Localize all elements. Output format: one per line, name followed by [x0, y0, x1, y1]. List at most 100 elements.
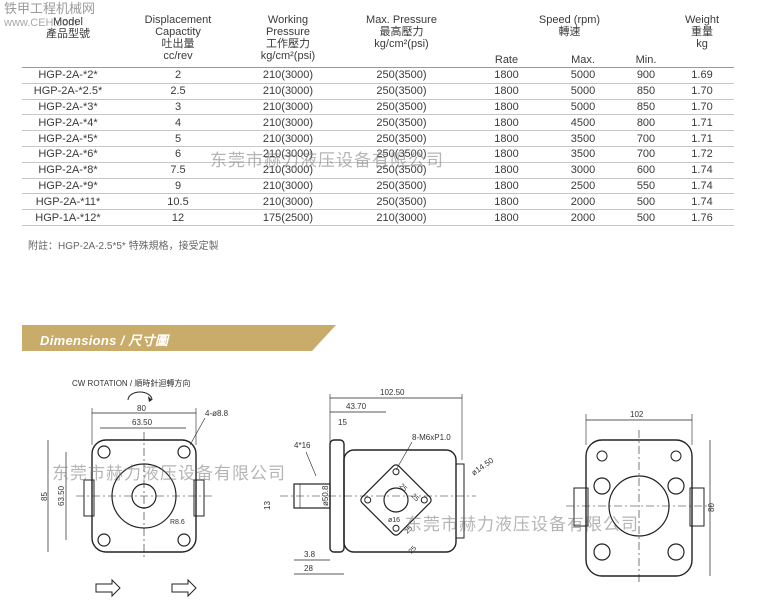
cell-wp: 210(3000) — [242, 130, 334, 147]
cell-disp: 2.5 — [114, 83, 242, 100]
spec-table: Model 產品型號 Displacement Capactity 吐出量 cc… — [22, 14, 734, 226]
header-speed-en: Speed (rpm) — [538, 14, 601, 26]
cell-weight: 1.69 — [670, 67, 734, 84]
cell-max: 5000 — [544, 83, 622, 100]
side-d16: ø16 — [388, 517, 400, 524]
rear-body — [585, 439, 693, 577]
cell-min: 500 — [622, 193, 670, 211]
cell-min: 600 — [622, 162, 670, 179]
side-25b: 25 — [410, 493, 421, 504]
cell-min: 500 — [622, 209, 670, 226]
cell-weight: 1.74 — [670, 162, 734, 179]
cell-model: HGP-2A-*8* — [22, 162, 114, 179]
footnote: 附註：HGP-2A-2.5*5* 特殊規格，接受定製 — [28, 241, 219, 252]
header-disp-en1: Displacement — [144, 14, 212, 26]
cell-max: 2500 — [544, 178, 622, 195]
cell-mp: 250(3500) — [334, 193, 469, 211]
header-weight-en: Weight — [684, 14, 720, 26]
header-displacement: Displacement Capactity 吐出量 cc/rev — [114, 14, 242, 68]
cell-model: HGP-2A-*2.5* — [22, 83, 114, 100]
header-wp-cn: 工作壓力 — [266, 38, 310, 50]
side-dim-38: 3.8 — [304, 550, 316, 559]
cell-rate: 1800 — [469, 130, 544, 147]
header-wp-en2: Pressure — [265, 26, 311, 38]
rotation-arrow — [127, 391, 153, 401]
header-mp-unit: kg/cm²(psi) — [374, 38, 429, 50]
header-wp-en1: Working — [267, 14, 309, 26]
rear-dim-80: 80 — [707, 503, 716, 512]
side-view: 102.50 43.70 15 4*16 8-M6xP1.0 ø14.50 ø1… — [263, 388, 496, 575]
cell-wp: 175(2500) — [242, 209, 334, 226]
cell-disp: 10.5 — [114, 193, 242, 211]
cell-max: 3500 — [544, 146, 622, 163]
cell-weight: 1.76 — [670, 209, 734, 226]
cell-disp: 4 — [114, 114, 242, 132]
cell-max: 3500 — [544, 130, 622, 147]
header-max-pressure: Max. Pressure 最高壓力 kg/cm²(psi) — [334, 14, 469, 68]
header-min: Min. — [622, 54, 670, 68]
cell-model: HGP-2A-*2* — [22, 67, 114, 84]
cell-wp: 210(3000) — [242, 193, 334, 211]
cell-rate: 1800 — [469, 178, 544, 195]
header-wp-unit: kg/cm²(psi) — [260, 50, 316, 62]
side-port: ø14.50 — [470, 456, 496, 478]
front-dim-85: 85 — [40, 492, 49, 501]
cell-rate: 1800 — [469, 209, 544, 226]
cell-weight: 1.72 — [670, 146, 734, 163]
header-disp-en2: Capactity — [155, 26, 201, 38]
cell-disp: 6 — [114, 146, 242, 163]
cell-wp: 210(3000) — [242, 178, 334, 195]
section-banner — [22, 325, 336, 351]
cell-mp: 250(3500) — [334, 178, 469, 195]
cell-model: HGP-2A-*11* — [22, 193, 114, 211]
cell-rate: 1800 — [469, 114, 544, 132]
cell-mp: 250(3500) — [334, 114, 469, 132]
rear-dim-102: 102 — [630, 410, 644, 419]
cell-model: HGP-2A-*6* — [22, 146, 114, 163]
cell-max: 5000 — [544, 99, 622, 116]
header-model-cn: 產品型號 — [46, 28, 90, 40]
cell-disp: 12 — [114, 209, 242, 226]
rear-view: 102 80 — [566, 410, 716, 584]
cell-weight: 1.74 — [670, 193, 734, 211]
cell-min: 700 — [622, 146, 670, 163]
cell-weight: 1.70 — [670, 99, 734, 116]
cell-max: 2000 — [544, 193, 622, 211]
side-chamfer: 4*16 — [294, 441, 311, 450]
cell-max: 5000 — [544, 67, 622, 84]
cell-rate: 1800 — [469, 83, 544, 100]
inlet-arrow — [95, 578, 121, 598]
side-25d: 25 — [408, 545, 419, 556]
side-thread: 8-M6xP1.0 — [412, 433, 451, 442]
cell-weight: 1.74 — [670, 178, 734, 195]
cell-min: 800 — [622, 114, 670, 132]
header-mp-en: Max. Pressure — [366, 14, 437, 26]
cell-model: HGP-2A-*4* — [22, 114, 114, 132]
header-weight: Weight 重量 kg — [670, 14, 734, 68]
side-dim-28: 28 — [304, 564, 313, 573]
header-model: Model 產品型號 — [22, 14, 114, 68]
cell-min: 850 — [622, 83, 670, 100]
side-dim-15: 15 — [338, 418, 347, 427]
cell-rate: 1800 — [469, 99, 544, 116]
company-watermark-2: 东莞市赫力液压设备有限公司 — [52, 464, 286, 483]
cell-weight: 1.71 — [670, 130, 734, 147]
cell-max: 3000 — [544, 162, 622, 179]
header-speed-cn: 轉速 — [558, 26, 581, 38]
header-row-2: Rate Max. Min. — [22, 54, 734, 68]
cell-model: HGP-2A-*5* — [22, 130, 114, 147]
front-dim-63v: 63.50 — [57, 485, 66, 506]
cell-disp: 7.5 — [114, 162, 242, 179]
cell-disp: 9 — [114, 178, 242, 195]
cell-wp: 210(3000) — [242, 99, 334, 116]
side-d13: 13 — [263, 501, 272, 510]
header-weight-cn: 重量 — [691, 26, 713, 38]
